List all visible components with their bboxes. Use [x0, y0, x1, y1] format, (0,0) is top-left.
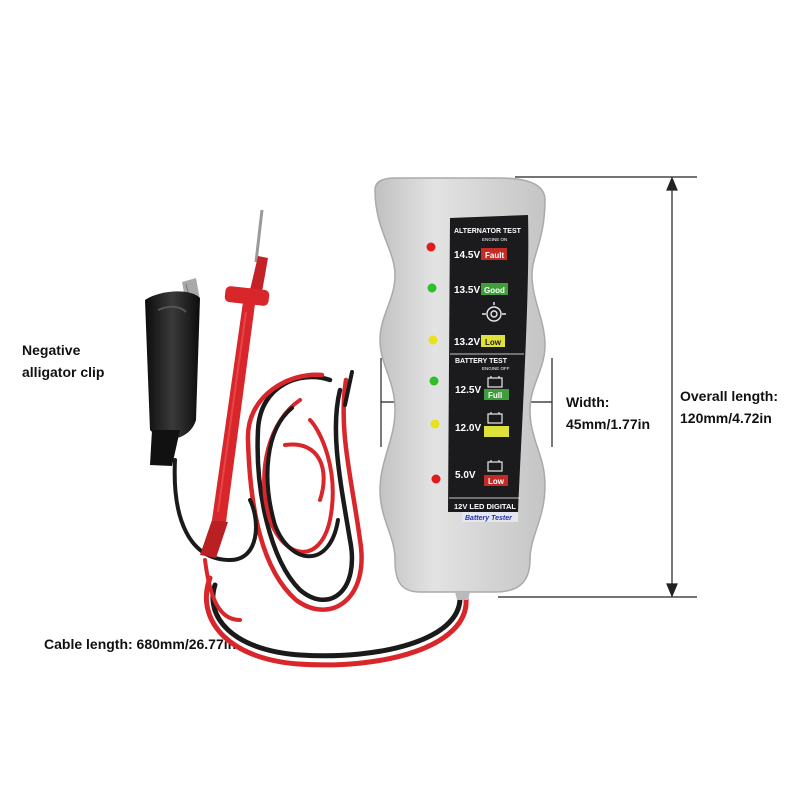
overall-length-dimension — [498, 176, 697, 598]
badge-fault — [481, 248, 507, 260]
badge-full-text: Full — [488, 391, 502, 400]
badge-low-yellow-text: Low — [485, 338, 502, 347]
device-footer-title: 12V LED DIGITAL — [454, 502, 516, 511]
led-red-5-0 — [431, 474, 441, 484]
voltage-label-5-0: 5.0V — [455, 470, 476, 481]
battery-tester-device: ALTERNATOR TEST ENGINE ON 14.5V Fault 13… — [374, 177, 546, 600]
negative-clip-label-line2: alligator clip — [22, 364, 105, 380]
badge-low-red — [484, 475, 508, 486]
battery-icon-full — [487, 376, 503, 388]
overall-length-label-line2: 120mm/4.72in — [680, 410, 772, 426]
battery-test-heading: BATTERY TEST — [455, 358, 508, 365]
cable-coil — [172, 370, 469, 668]
red-test-probe — [200, 209, 270, 558]
badge-full — [484, 389, 509, 400]
device-footer-subtitle: Battery Tester — [465, 515, 513, 522]
led-green-12-5 — [429, 376, 439, 386]
badge-good-text: Good — [484, 286, 505, 295]
led-yellow-12-0 — [430, 419, 440, 429]
battery-test-subheading: ENGINE OFF — [482, 366, 510, 371]
voltage-label-12-5: 12.5V — [455, 385, 481, 396]
overall-length-label: Overall length: 120mm/4.72in — [680, 385, 778, 429]
voltage-label-13-2: 13.2V — [454, 337, 480, 348]
alternator-icon — [482, 302, 506, 322]
cable-length-label: Cable length: 680mm/26.77in — [44, 636, 237, 652]
width-label-line1: Width: — [566, 394, 610, 410]
display-panel — [448, 215, 529, 512]
battery-icon-half — [487, 412, 503, 424]
badge-good — [481, 283, 508, 295]
badge-half — [484, 426, 509, 437]
alternator-test-subheading: ENGINE ON — [482, 237, 507, 242]
voltage-label-14-5: 14.5V — [454, 250, 480, 261]
badge-fault-text: Fault — [485, 251, 504, 260]
led-yellow-13-2 — [428, 335, 438, 345]
led-red-14-5 — [426, 242, 436, 252]
battery-icon-empty — [487, 460, 503, 472]
badge-low-yellow — [481, 335, 505, 347]
voltage-label-13-5: 13.5V — [454, 285, 480, 296]
led-green-13-5 — [427, 283, 437, 293]
negative-clip-label: Negative alligator clip — [22, 339, 104, 383]
width-label: Width: 45mm/1.77in — [566, 391, 650, 435]
badge-low-red-text: Low — [488, 477, 505, 486]
width-label-line2: 45mm/1.77in — [566, 416, 651, 432]
device-footer-band — [462, 512, 518, 522]
black-alligator-clip — [145, 278, 200, 466]
alternator-test-heading: ALTERNATOR TEST — [454, 228, 522, 235]
voltage-label-12-0: 12.0V — [455, 423, 481, 434]
overall-length-label-line1: Overall length: — [680, 388, 779, 404]
negative-clip-label-line1: Negative — [22, 342, 81, 358]
